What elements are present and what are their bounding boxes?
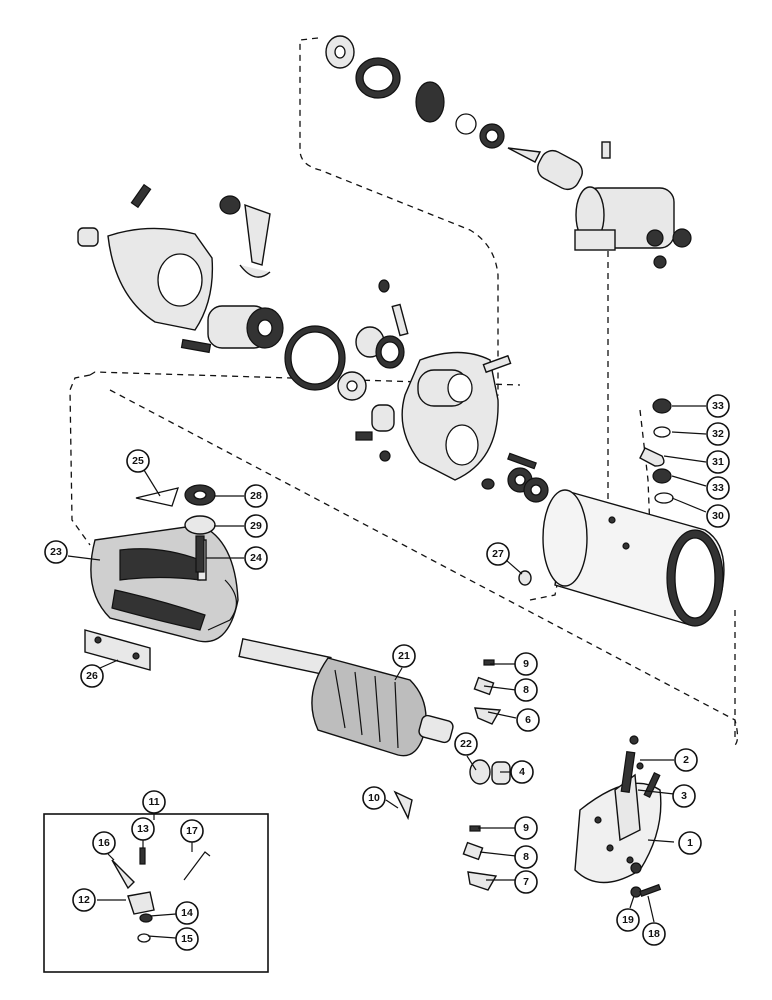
- callout-label: 1: [687, 837, 693, 849]
- solenoid-switch: [574, 141, 692, 269]
- insulator-parts: [135, 484, 216, 535]
- callout-33-lower: 33: [706, 476, 730, 500]
- callout-label: 30: [712, 510, 724, 522]
- callout-label: 2: [683, 754, 689, 766]
- callout-21: 21: [392, 644, 416, 668]
- plug: [518, 570, 532, 586]
- callout-label: 32: [712, 428, 724, 440]
- callout-label: 9: [523, 658, 529, 670]
- callout-label: 25: [132, 455, 144, 467]
- callout-3: 3: [672, 784, 696, 808]
- callout-label: 17: [186, 825, 198, 837]
- end-plate: [574, 762, 662, 898]
- callout-label: 24: [250, 552, 262, 564]
- callout-10: 10: [362, 786, 386, 810]
- callout-6: 6: [516, 708, 540, 732]
- frame-assembly-dashed-line: [69, 371, 521, 546]
- terminal-stack: [639, 398, 674, 504]
- callout-2: 2: [674, 748, 698, 772]
- callout-label: 18: [648, 928, 660, 940]
- callout-label: 23: [50, 546, 62, 558]
- callout-8-upper: 8: [514, 678, 538, 702]
- callout-label: 26: [86, 670, 98, 682]
- callout-14: 14: [175, 901, 199, 925]
- callout-29: 29: [244, 514, 268, 538]
- callout-7: 7: [514, 870, 538, 894]
- pole-shoe: [84, 629, 151, 671]
- callout-label: 10: [368, 792, 380, 804]
- field-coils: [90, 524, 239, 643]
- callout-25: 25: [126, 449, 150, 473]
- lever-housing: [284, 279, 549, 503]
- callout-31: 31: [706, 450, 730, 474]
- bolt-washer: [629, 735, 639, 745]
- callout-33-upper: 33: [706, 394, 730, 418]
- callout-leaders: [67, 405, 707, 939]
- callout-label: 3: [681, 790, 687, 802]
- callout-13: 13: [131, 817, 155, 841]
- inset-parts: [111, 847, 211, 943]
- field-frame: [542, 489, 725, 627]
- callout-30: 30: [706, 504, 730, 528]
- callout-label: 27: [492, 548, 504, 560]
- stud-dashed-line: [639, 409, 651, 531]
- callout-1: 1: [678, 831, 702, 855]
- callout-label: 9: [523, 822, 529, 834]
- callout-17: 17: [180, 819, 204, 843]
- through-bolt: [620, 750, 636, 794]
- callout-label: 31: [712, 456, 724, 468]
- solenoid-assembly-dashed-line: [299, 37, 499, 401]
- callout-label: 16: [98, 837, 110, 849]
- callout-label: 14: [181, 907, 193, 919]
- callout-label: 28: [250, 490, 262, 502]
- callout-label: 29: [250, 520, 262, 532]
- callout-24: 24: [244, 546, 268, 570]
- callout-8-lower: 8: [514, 845, 538, 869]
- callout-label: 33: [712, 482, 724, 494]
- brush-parts: [393, 659, 511, 891]
- callout-23: 23: [44, 540, 68, 564]
- callout-18: 18: [642, 922, 666, 946]
- callout-27: 27: [486, 542, 510, 566]
- callout-label: 6: [525, 714, 531, 726]
- callout-label: 11: [148, 796, 159, 808]
- callout-16: 16: [92, 831, 116, 855]
- callout-label: 8: [523, 851, 529, 863]
- callout-22: 22: [454, 732, 478, 756]
- callout-label: 13: [137, 823, 149, 835]
- callout-32: 32: [706, 422, 730, 446]
- callout-26: 26: [80, 664, 104, 688]
- solenoid-plunger-parts: [325, 35, 583, 191]
- callout-28: 28: [244, 484, 268, 508]
- callout-9-upper: 9: [514, 652, 538, 676]
- callout-4: 4: [510, 760, 534, 784]
- callout-label: 12: [78, 894, 90, 906]
- callout-12: 12: [72, 888, 96, 912]
- callout-label: 33: [712, 400, 724, 412]
- callout-label: 8: [523, 684, 529, 696]
- field-housing-dashed-line: [109, 389, 739, 746]
- callout-11: 11: [142, 790, 166, 814]
- callout-label: 19: [622, 914, 634, 926]
- callout-15: 15: [175, 927, 199, 951]
- callout-19: 19: [616, 908, 640, 932]
- callout-label: 7: [523, 876, 529, 888]
- field-stud: [195, 535, 205, 573]
- armature: [238, 638, 454, 757]
- callout-label: 15: [181, 933, 193, 945]
- inset-frame: [43, 813, 269, 973]
- callout-label: 22: [460, 738, 472, 750]
- callout-label: 4: [519, 766, 525, 778]
- callout-label: 21: [398, 650, 410, 662]
- callout-9-lower: 9: [514, 816, 538, 840]
- drive-housing: [77, 183, 284, 354]
